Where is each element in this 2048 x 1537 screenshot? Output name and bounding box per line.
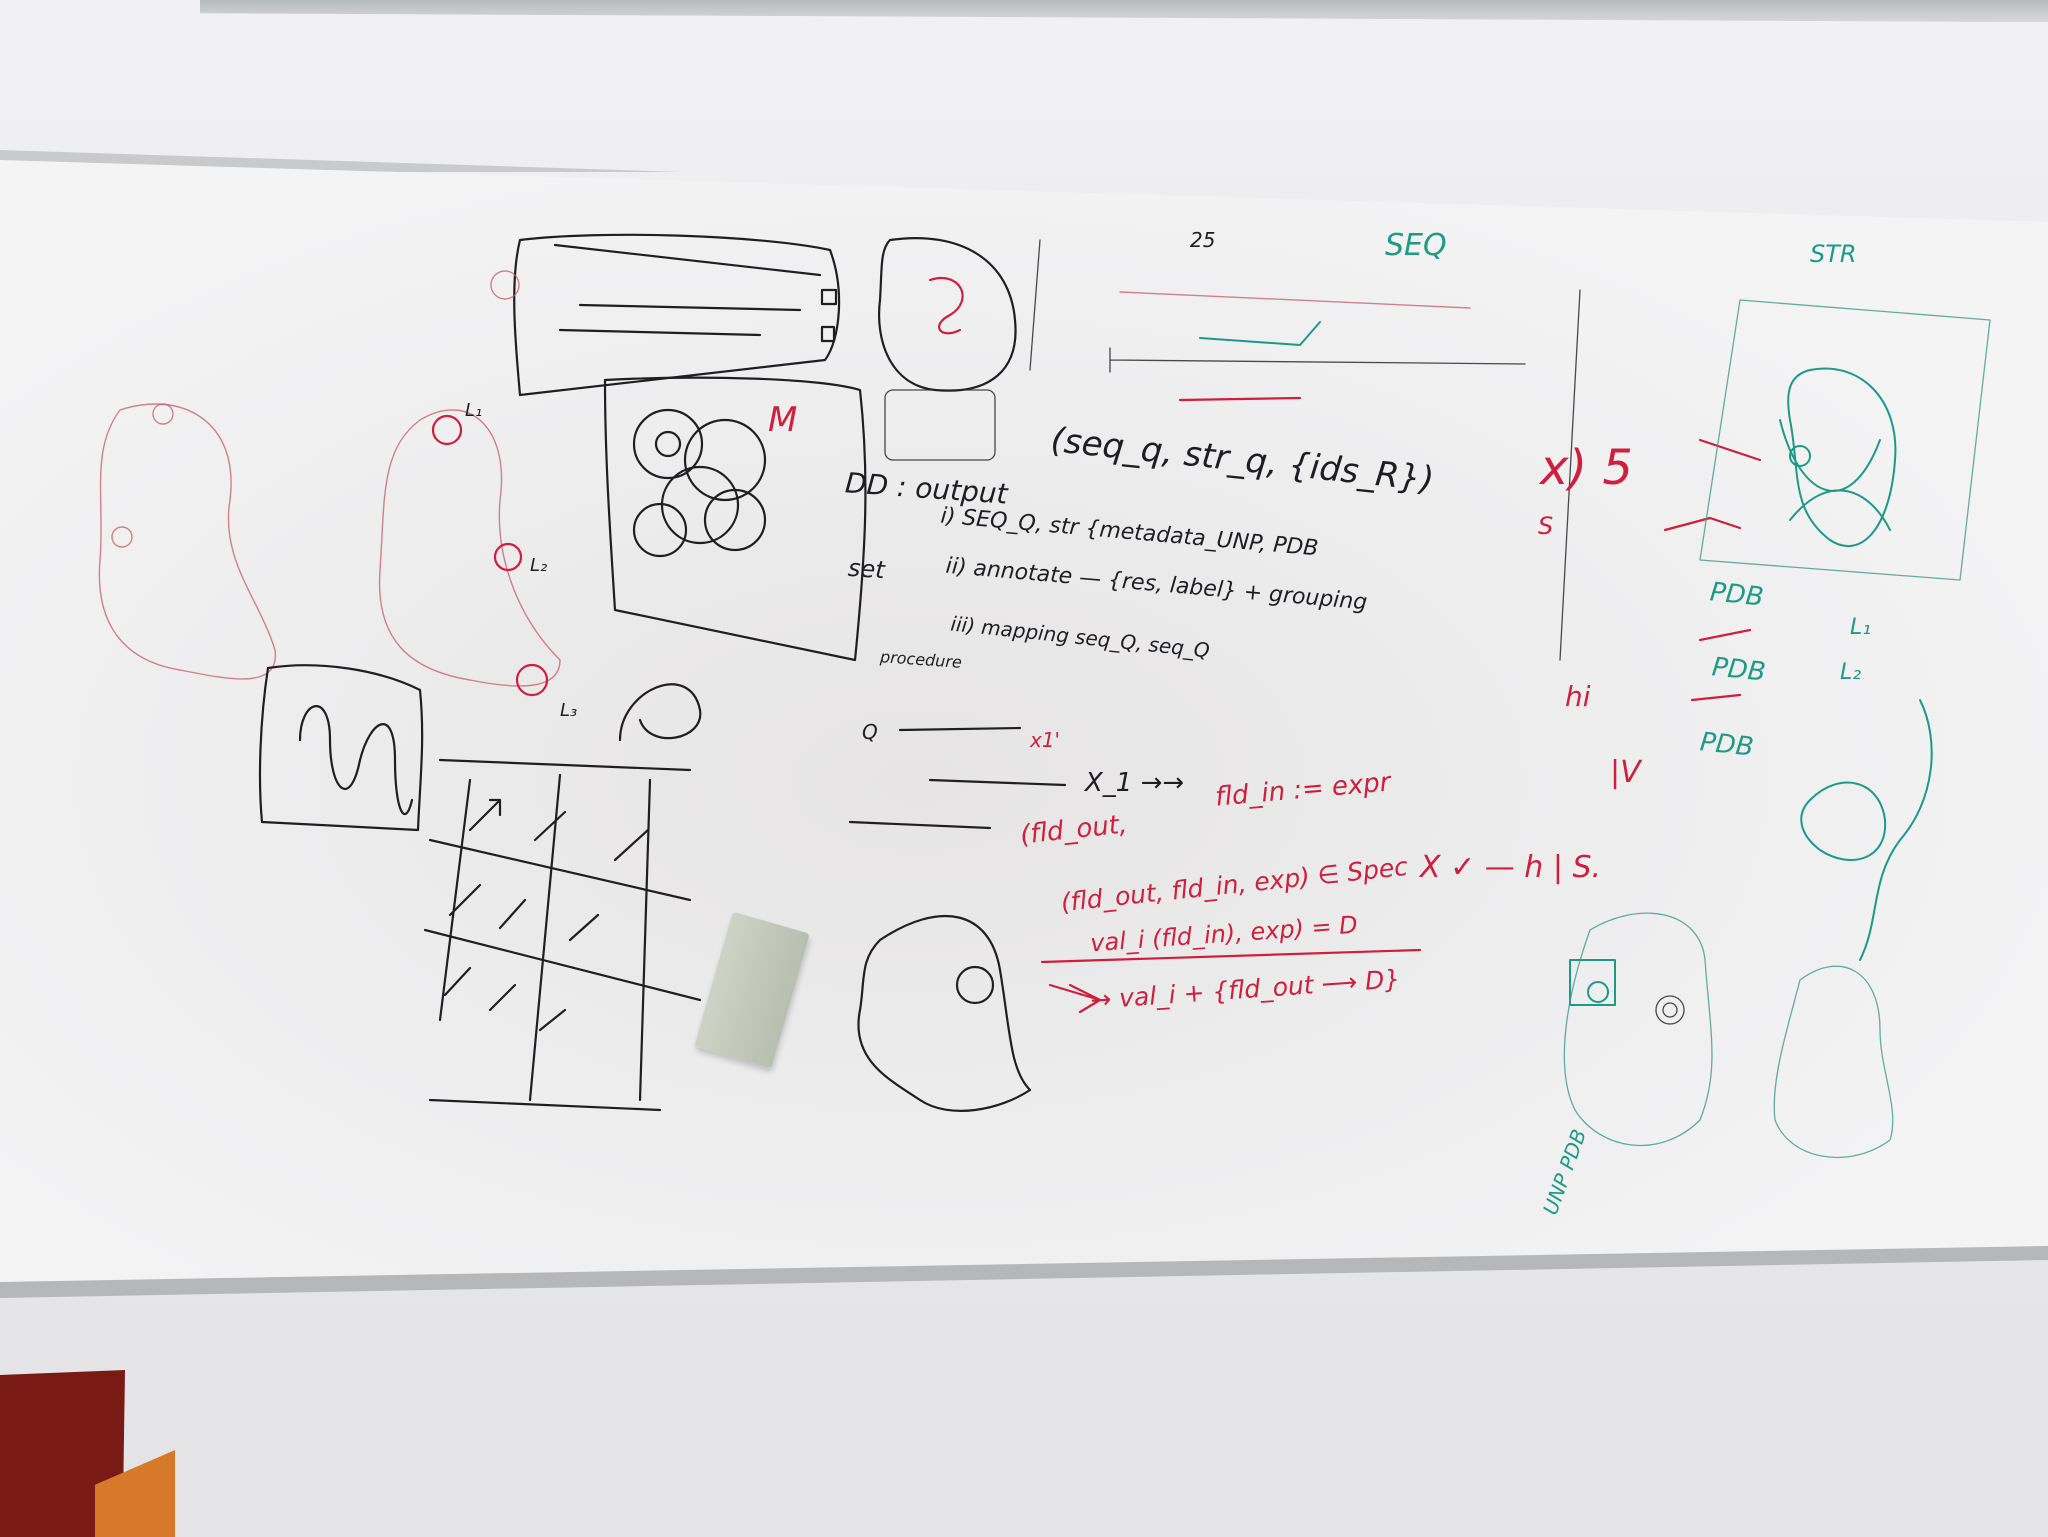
green-curve bbox=[1859, 699, 1933, 961]
spiral-loop bbox=[632, 502, 688, 558]
green-blob bbox=[1787, 367, 1897, 547]
s-red: S bbox=[1538, 512, 1554, 540]
top-bracket-lines bbox=[553, 243, 822, 337]
circle bbox=[955, 965, 995, 1005]
l1-black: L₁ bbox=[465, 400, 483, 421]
divider-line bbox=[1029, 239, 1581, 661]
faint-blob-second bbox=[378, 409, 561, 687]
set-label: set bbox=[847, 553, 886, 585]
smudge bbox=[390, 1010, 910, 1230]
faint-circle bbox=[490, 270, 520, 300]
loop-box bbox=[258, 664, 424, 832]
grid-lines bbox=[438, 773, 652, 1102]
str-label: STR bbox=[1810, 240, 1857, 268]
pdb-label-3: PDB bbox=[1698, 727, 1755, 763]
rounded-box bbox=[878, 237, 1017, 392]
timeline bbox=[1119, 291, 1471, 309]
spiral-box bbox=[603, 376, 867, 662]
green-square bbox=[1569, 959, 1616, 1006]
squiggle bbox=[618, 683, 702, 742]
square-mark bbox=[820, 288, 838, 306]
faint-blob-left bbox=[98, 403, 276, 680]
green-timeline bbox=[1199, 321, 1321, 346]
seq-label: SEQ bbox=[1385, 228, 1447, 263]
top-25: 25 bbox=[1190, 228, 1216, 252]
circle bbox=[1655, 995, 1685, 1025]
square-mark bbox=[820, 325, 836, 343]
l1-green: L₁ bbox=[1850, 615, 1872, 640]
green-loop bbox=[1800, 781, 1887, 861]
l2-green: L₂ bbox=[1840, 660, 1862, 685]
green-curves bbox=[1779, 419, 1891, 531]
spiral-loop bbox=[683, 418, 767, 502]
check-marks: X ✓ — h | S. bbox=[1420, 850, 1602, 885]
red-timeline bbox=[1178, 396, 1302, 402]
circle bbox=[1662, 1002, 1678, 1018]
top-bracket bbox=[513, 233, 841, 397]
spiral-loop bbox=[654, 430, 682, 458]
squiggle bbox=[298, 705, 414, 815]
pdb-label-1: PDB bbox=[1708, 577, 1765, 613]
grid-arrows bbox=[443, 798, 650, 1032]
num-five: x) 5 bbox=[1540, 440, 1633, 496]
green-blob-lower bbox=[1563, 912, 1713, 1147]
red-underline bbox=[1040, 948, 1422, 964]
red-circle-l2 bbox=[493, 542, 523, 572]
red-squiggle bbox=[928, 277, 964, 335]
x1-red: x1' bbox=[1030, 728, 1061, 752]
one-v: |V bbox=[1610, 755, 1641, 790]
blob-bottom-middle bbox=[857, 915, 1032, 1112]
red-arrow bbox=[1663, 438, 1762, 532]
red-arrow bbox=[1690, 628, 1752, 702]
connector-line bbox=[848, 726, 1067, 830]
l3-black: L₃ bbox=[560, 700, 578, 721]
l2-black: L₂ bbox=[530, 555, 548, 576]
spiral-loop bbox=[660, 465, 740, 545]
n-label: M bbox=[768, 400, 798, 440]
green-dot bbox=[1587, 981, 1609, 1003]
faint-circle bbox=[152, 403, 174, 425]
hi-label: hi bbox=[1565, 680, 1591, 713]
red-circle-l1 bbox=[431, 414, 463, 446]
q-label: Q bbox=[862, 720, 878, 744]
small-box bbox=[884, 389, 996, 461]
green-circle bbox=[1789, 445, 1811, 467]
red-arrow bbox=[1048, 983, 1102, 1014]
timeline bbox=[1109, 347, 1526, 373]
pdb-label-2: PDB bbox=[1710, 652, 1767, 688]
spiral-loop bbox=[632, 408, 704, 480]
green-box bbox=[1699, 299, 1991, 581]
x-arrow: X_1 →→ bbox=[1085, 768, 1185, 798]
green-blob-right bbox=[1773, 965, 1894, 1159]
faint-circle bbox=[111, 526, 133, 548]
spiral-loop bbox=[703, 488, 767, 552]
red-circle-l3 bbox=[515, 663, 549, 697]
grid-lines bbox=[423, 758, 702, 1112]
